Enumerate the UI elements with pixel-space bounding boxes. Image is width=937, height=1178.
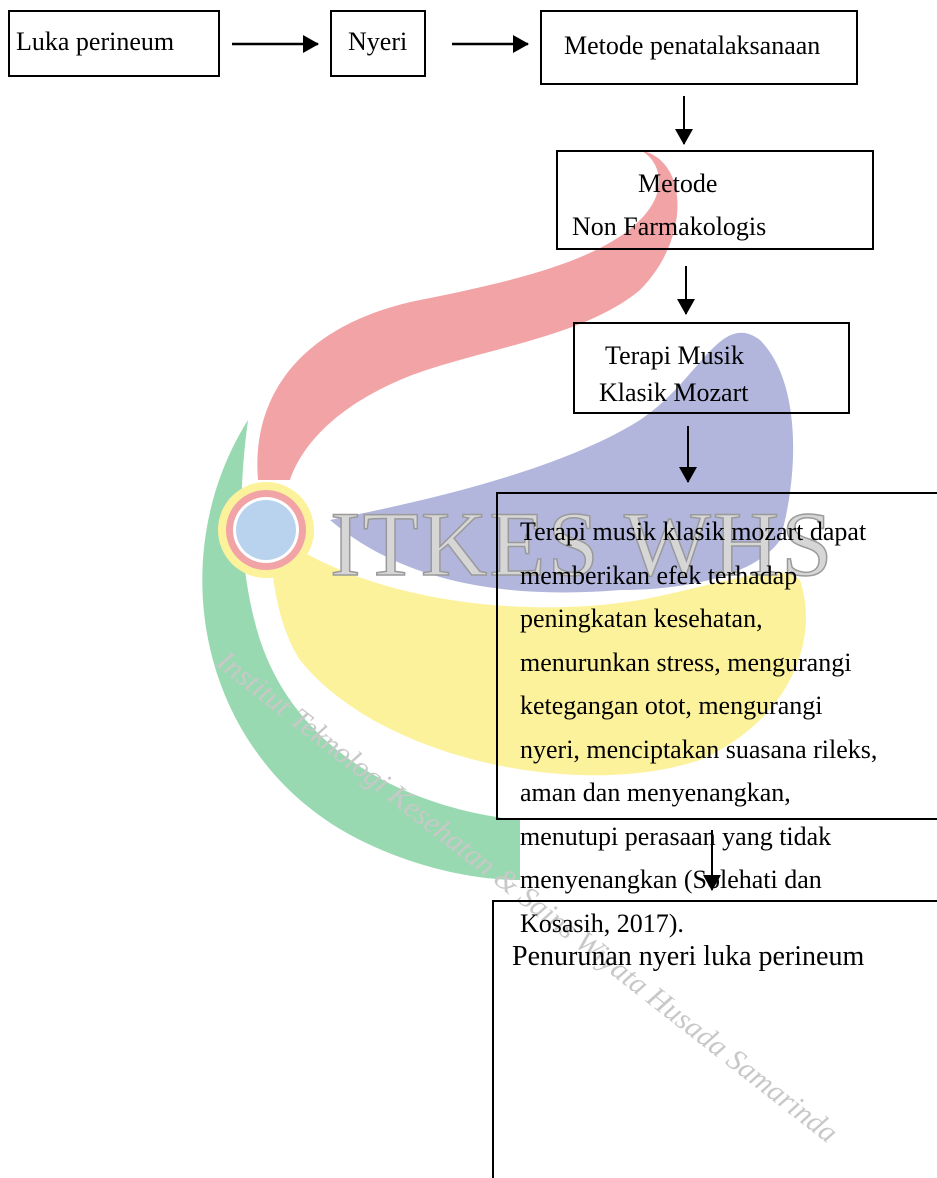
- node-hasil-label: Penurunan nyeri luka perineum: [512, 941, 865, 972]
- desc-line-1: Terapi musik klasik mozart dapat: [520, 517, 867, 546]
- node-metode-non-farmakologis: Metode Non Farmakologis: [556, 150, 874, 250]
- node-metode-label: Metode penatalaksanaan: [564, 31, 821, 60]
- node-terapi-line-1: Terapi Musik: [605, 341, 744, 370]
- node-penurunan-nyeri: Penurunan nyeri luka perineum: [492, 900, 937, 1178]
- node-nyeri: Nyeri: [330, 10, 426, 77]
- node-terapi-musik-klasik-mozart: Terapi Musik Klasik Mozart: [573, 322, 850, 414]
- desc-line-2: memberikan efek terhadap: [520, 560, 798, 590]
- desc-line-10: Kosasih, 2017).: [520, 908, 684, 938]
- node-terapi-line-2: Klasik Mozart: [599, 378, 749, 407]
- node-nyeri-label: Nyeri: [348, 27, 408, 56]
- desc-line-3: peningkatan kesehatan,: [520, 604, 763, 633]
- desc-line-8: menutupi perasaan yang tidak: [520, 821, 832, 851]
- node-luka-perineum: Luka perineum: [8, 10, 220, 77]
- node-nonfarm-line-1: Metode: [638, 169, 718, 198]
- desc-line-9: menyenangkan (Solehati dan: [520, 865, 822, 894]
- node-terapi-description: Terapi musik klasik mozart dapat memberi…: [496, 492, 937, 938]
- desc-line-5: ketegangan otot, mengurangi: [520, 691, 823, 720]
- desc-line-4: menurunkan stress, mengurangi: [520, 647, 852, 677]
- desc-line-6: nyeri, menciptakan suasana rileks,: [520, 734, 878, 764]
- node-nonfarm-line-2: Non Farmakologis: [572, 212, 767, 241]
- node-metode-penatalaksanaan: Metode penatalaksanaan: [540, 10, 858, 85]
- node-luka-perineum-label: Luka perineum: [16, 27, 175, 56]
- desc-line-7: aman dan menyenangkan,: [520, 778, 791, 807]
